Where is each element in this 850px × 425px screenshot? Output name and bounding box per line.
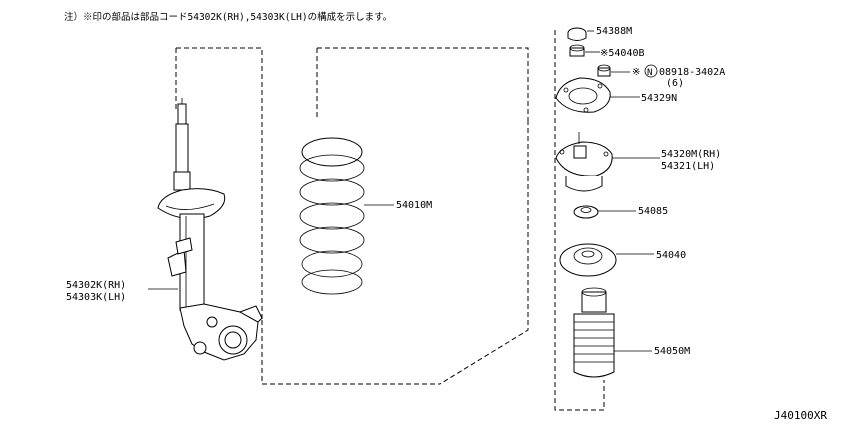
flange-nut-drawing xyxy=(597,64,611,77)
nut-drawing xyxy=(569,44,585,57)
right-column-frame xyxy=(439,120,529,385)
label-bearing: 54085 xyxy=(638,206,668,217)
label-mount-lh: 54321(LH) xyxy=(661,161,715,172)
label-spring: 54010M xyxy=(396,200,432,211)
label-nut: ※54040B xyxy=(600,48,645,59)
diagram-note: 注）※印の部品は部品コード54302K(RH),54303K(LH)の構成を示し… xyxy=(64,11,392,23)
label-seat: 54040 xyxy=(656,250,686,261)
strut-mount-drawing xyxy=(555,132,613,192)
label-cap: 54388M xyxy=(596,26,632,37)
label-bolt: 08918-3402A xyxy=(659,67,725,78)
n-circle-icon xyxy=(644,64,658,78)
label-strut-rh: 54302K(RH) xyxy=(66,280,126,291)
spring-group-frame xyxy=(317,47,529,120)
label-bolt-qty: (6) xyxy=(666,78,684,89)
diagram-code: J40100XR xyxy=(774,409,827,422)
spring-seat-drawing xyxy=(559,243,617,277)
cap-drawing xyxy=(567,27,587,41)
lower-group-frame xyxy=(261,320,440,385)
label-bolt-symbol: N xyxy=(647,68,652,78)
bump-boot-drawing xyxy=(573,287,615,378)
strut-assembly-drawing xyxy=(157,98,263,361)
parts-column-frame xyxy=(554,30,605,411)
label-bolt-mark: ※ xyxy=(632,67,640,78)
label-boot: 54050M xyxy=(654,346,690,357)
bearing-drawing xyxy=(573,205,599,219)
strut-assembly-group-frame xyxy=(176,47,263,320)
gasket-plate-drawing xyxy=(555,77,611,113)
label-strut-lh: 54303K(LH) xyxy=(66,292,126,303)
label-mount-rh: 54320M(RH) xyxy=(661,149,721,160)
coil-spring-drawing xyxy=(299,137,365,295)
label-gasket: 54329N xyxy=(641,93,677,104)
